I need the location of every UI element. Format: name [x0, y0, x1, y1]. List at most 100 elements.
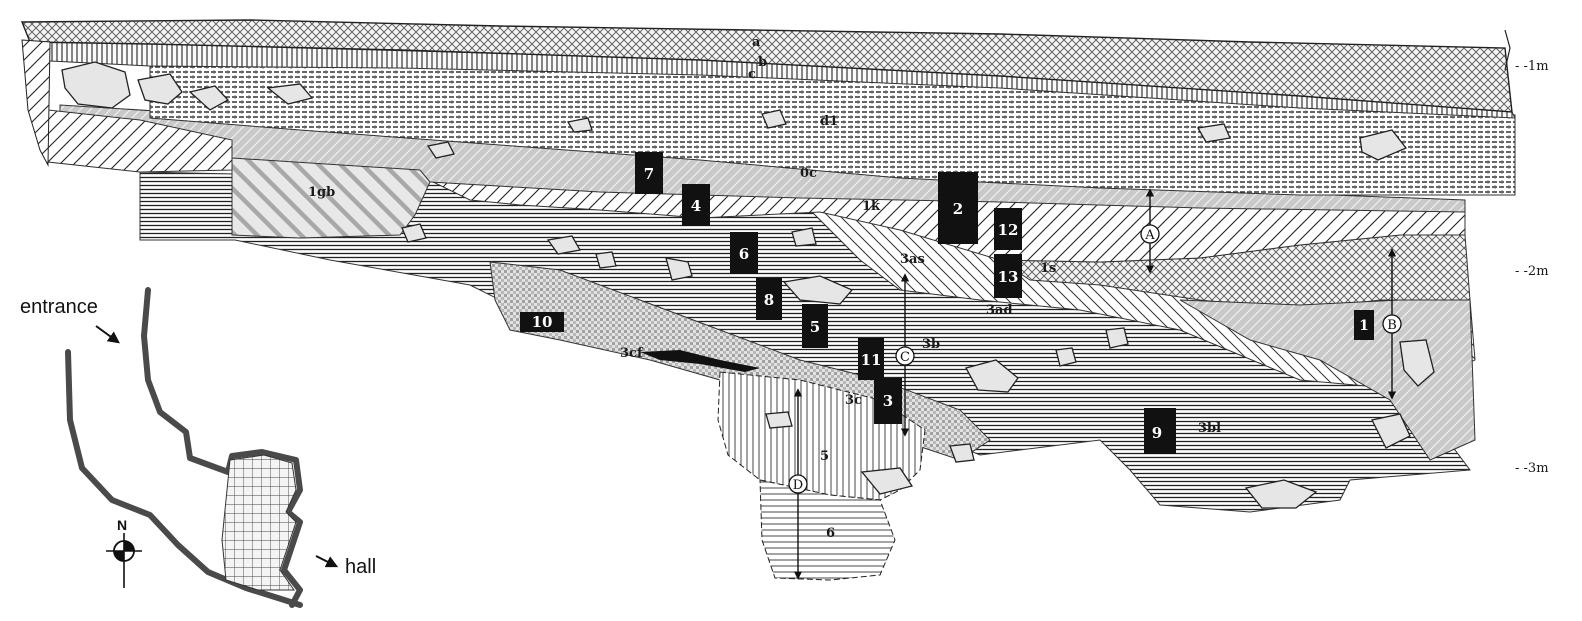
layer-a — [20, 19, 1513, 113]
section-marker-D: D — [788, 388, 808, 580]
layer-label-a: a — [752, 35, 761, 50]
rock — [665, 257, 693, 281]
layer-1gb — [231, 157, 431, 239]
sample-box-2: 2 — [938, 172, 978, 244]
rock — [791, 227, 817, 247]
section-marker-C: C — [895, 273, 915, 437]
layer-label-1s: 1s — [1040, 261, 1056, 276]
svg-text:11: 11 — [861, 351, 882, 369]
layer-label-1gb: 1gb — [308, 185, 335, 200]
layer-labels: a b c d1 1gb 0c 1k 3as 1s 3ad 3b 3cf 3c … — [308, 35, 1221, 541]
layer-3ad — [1179, 299, 1476, 461]
svg-text:3: 3 — [883, 392, 893, 410]
sample-box-9: 9 — [1144, 408, 1176, 454]
svg-text:6: 6 — [739, 245, 749, 263]
sample-boxes: 7 4 2 12 6 13 8 5 — [520, 152, 1374, 454]
depth-label-2m: - -2m — [1515, 264, 1549, 279]
layer-label-1k: 1k — [862, 199, 881, 214]
layer-5 — [717, 371, 926, 501]
layer-label-b: b — [758, 55, 767, 70]
rock — [137, 73, 183, 105]
entrance-label: entrance — [20, 296, 98, 318]
entrance-arrow-icon — [95, 325, 120, 344]
depth-label-1m: - -1m — [1515, 59, 1549, 74]
rock — [761, 109, 787, 129]
sample-box-8: 8 — [756, 278, 782, 320]
layer-label-3c: 3c — [845, 393, 862, 408]
rock — [782, 275, 854, 305]
sample-box-12: 12 — [994, 208, 1022, 250]
depth-scale: - -1m - -2m - -3m — [1504, 29, 1549, 476]
section-marker-A: A — [1140, 188, 1160, 274]
hall-label: hall — [345, 556, 376, 578]
layer-label-3as: 3as — [900, 252, 925, 267]
rock — [965, 359, 1019, 393]
sample-box-1: 1 — [1354, 310, 1374, 340]
rock — [1371, 413, 1411, 449]
layer-label-3b: 3b — [922, 337, 940, 352]
sample-box-13: 13 — [994, 254, 1022, 298]
sample-box-11: 11 — [858, 338, 884, 380]
rock — [426, 141, 455, 159]
rock — [188, 85, 230, 111]
section-markers: A B C D — [788, 188, 1402, 580]
cave-plan-inset: entrance hall N — [20, 287, 376, 608]
layers — [20, 19, 1516, 581]
cave-wall-inner — [141, 287, 303, 608]
svg-text:5: 5 — [810, 318, 820, 336]
svg-text:2: 2 — [953, 200, 963, 218]
layer-label-c: c — [748, 67, 756, 82]
rock — [401, 223, 427, 243]
layer-label-3cf: 3cf — [620, 346, 644, 361]
rock — [949, 443, 975, 463]
sample-box-7: 7 — [635, 152, 663, 194]
sample-box-6: 6 — [730, 232, 758, 274]
rock — [1196, 123, 1231, 143]
rock — [765, 411, 793, 429]
layer-label-3ad: 3ad — [986, 303, 1013, 318]
rock — [1055, 347, 1077, 367]
section-marker-B: B — [1382, 248, 1402, 400]
rock — [546, 235, 582, 255]
svg-text:12: 12 — [998, 221, 1019, 239]
rock — [61, 61, 131, 109]
svg-text:7: 7 — [644, 165, 654, 183]
layer-label-d1: d1 — [820, 114, 838, 129]
sample-box-10: 10 — [520, 312, 564, 332]
rocks — [61, 61, 1435, 509]
svg-text:10: 10 — [532, 313, 553, 331]
svg-text:A: A — [1144, 228, 1155, 243]
rock — [595, 251, 617, 269]
rock — [1399, 339, 1435, 387]
rock — [266, 83, 314, 105]
hall-arrow-icon — [315, 555, 339, 568]
cave-plan-grid — [221, 454, 297, 591]
sample-box-5: 5 — [802, 304, 828, 348]
svg-text:8: 8 — [764, 291, 774, 309]
rock — [566, 117, 593, 133]
layer-label-0c: 0c — [800, 166, 817, 181]
svg-text:B: B — [1387, 318, 1397, 333]
svg-text:4: 4 — [691, 197, 701, 215]
sample-box-4: 4 — [682, 184, 710, 226]
lens-3cf — [640, 350, 760, 372]
layer-6 — [759, 479, 896, 581]
scale-axis — [1504, 29, 1511, 71]
depth-label-3m: - -3m — [1515, 461, 1549, 476]
north-label: N — [117, 517, 127, 533]
rock — [860, 467, 914, 495]
layer-label-3bl: 3bl — [1198, 421, 1221, 436]
svg-text:C: C — [900, 350, 910, 365]
rock — [1359, 129, 1408, 161]
svg-text:9: 9 — [1152, 424, 1162, 442]
svg-text:13: 13 — [998, 268, 1019, 286]
svg-text:1: 1 — [1359, 318, 1369, 334]
layer-label-6: 6 — [826, 526, 835, 541]
cave-wall-outer — [65, 349, 303, 608]
layer-left-edge — [21, 39, 51, 167]
rock — [1244, 479, 1318, 509]
rock — [1105, 327, 1129, 349]
north-arrow-icon: N — [106, 517, 142, 588]
sample-box-3: 3 — [874, 378, 902, 424]
